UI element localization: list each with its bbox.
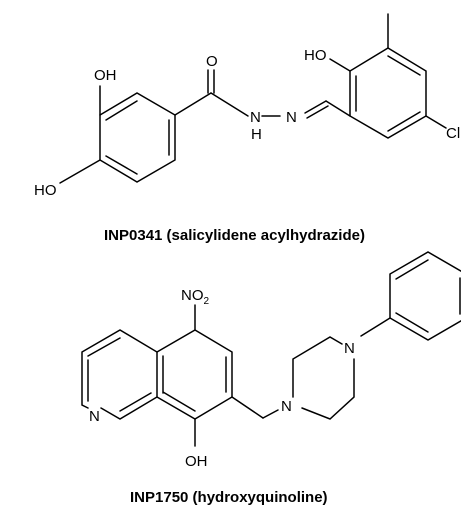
inp1750-phenyl-ring-bonds (389, 251, 461, 341)
inp0341-label-chloro: Cl (446, 125, 460, 142)
inp1750-fused-double-bond (119, 392, 152, 412)
inp1750-benzo-double-bonds (162, 355, 227, 412)
inp0341-label-oh-top: OH (94, 67, 117, 84)
inp1750-label-piperazine-n1: N (281, 398, 292, 415)
inp0341-imine-bond-b (306, 105, 329, 119)
inp1750-label-piperazine-n4: N (344, 340, 355, 357)
inp0341-label-phenol-oh: HO (304, 47, 327, 64)
inp1750-pyridine-ring-bonds (81, 329, 158, 420)
inp0341-phenol-oh-bond (329, 58, 351, 72)
inp0341-ch-bond (325, 100, 351, 117)
inp1750-phenyl-double-bonds (395, 259, 461, 333)
inp0341-left-ring-double-bonds (105, 100, 170, 175)
inp1750-pyridine-double-bonds (87, 337, 121, 402)
inp0341-label-nh-h: H (251, 126, 262, 143)
inp1750-phenyl-link-bond (360, 317, 391, 337)
inp0341-carbonyl-c-bond (174, 92, 212, 116)
inp0341-amide-bond (210, 92, 249, 117)
inp1750-label-pyridine-n: N (89, 408, 100, 425)
inp0341-structure: OH O HO N H N HO Cl INP0341 (salicyliden… (34, 13, 460, 244)
inp1750-label-nitro-main: NO (181, 287, 204, 304)
inp0341-right-ring-bonds (349, 47, 427, 139)
inp0341-right-ring-double-bonds (355, 55, 421, 132)
inp1750-ch2-bond-a (231, 396, 264, 419)
inp0341-ho-left-bond (59, 159, 101, 184)
inp1750-label-nitro: NO2 (181, 287, 210, 307)
inp0341-label-ho-left: HO (34, 182, 57, 199)
inp0341-imine-bond-a (304, 100, 327, 114)
inp0341-caption: INP0341 (salicylidene acylhydrazide) (104, 227, 365, 244)
inp0341-label-nh-n: N (250, 109, 261, 126)
inp1750-structure: NO2 N OH N N INP1750 (hydroxyquinoline) (81, 251, 461, 506)
inp0341-label-imine-n: N (286, 109, 297, 126)
inp0341-chloro-bond (425, 115, 447, 129)
inp1750-piperazine-bonds (292, 336, 355, 420)
inp1750-label-nitro-sub: 2 (204, 296, 210, 307)
inp0341-label-carbonyl-o: O (206, 53, 218, 70)
inp1750-label-hydroxy: OH (185, 453, 208, 470)
inp0341-left-ring-bonds (99, 92, 176, 183)
inp1750-benzo-ring-bonds (156, 329, 233, 420)
inp1750-caption: INP1750 (hydroxyquinoline) (130, 489, 328, 506)
inp1750-ch2-bond-b (262, 409, 279, 419)
